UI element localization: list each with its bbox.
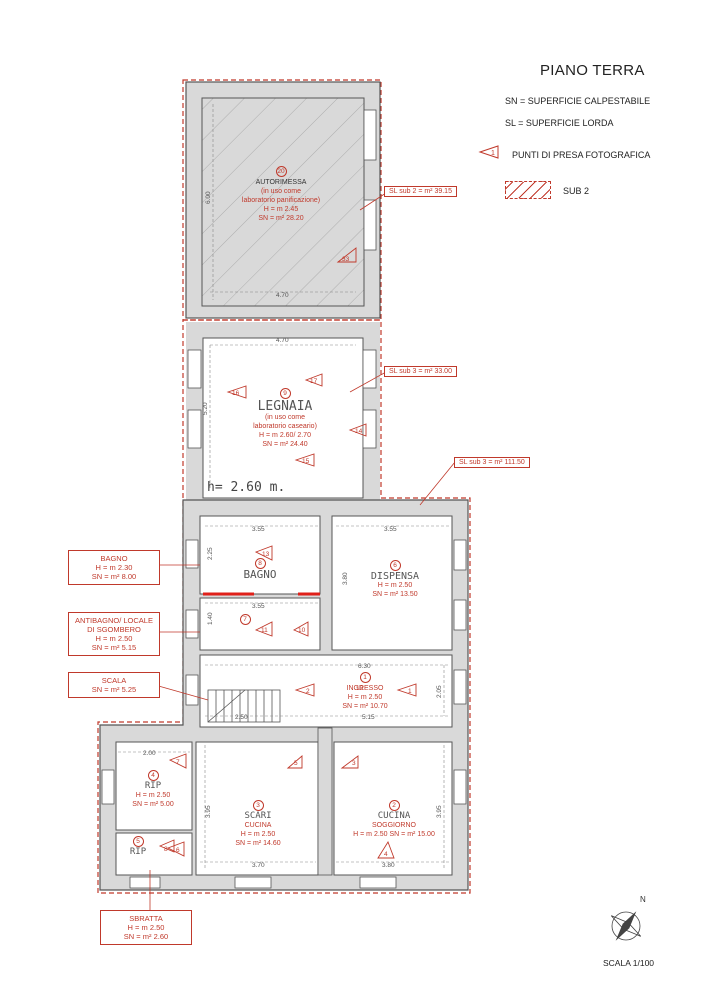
- photo-point-15: 15: [302, 458, 310, 465]
- photo-point-6: 6: [176, 847, 180, 854]
- legend-sub2: SUB 2: [563, 186, 590, 196]
- legnaia-room: [186, 322, 380, 500]
- dim-bagno-h: 2.25: [207, 547, 214, 560]
- room-ingresso: 1 INGRESSO H = m 2.50 SN = m² 10.70: [342, 672, 388, 710]
- photo-points: [158, 247, 417, 859]
- compass-icon: N: [610, 895, 646, 941]
- room-soggiorno: 2 CUCINA SOGGIORNO H = m 2.50 SN = m² 15…: [353, 800, 435, 838]
- dim-sogg-h: 3.95: [436, 805, 443, 818]
- photo-point-16: 16: [232, 390, 240, 397]
- photo-point-33: 33: [342, 256, 350, 263]
- photo-point-12: 12: [356, 685, 364, 692]
- dim-ingr-h: 2.05: [436, 685, 443, 698]
- photo-point-2: 2: [306, 688, 310, 695]
- photo-point-17: 17: [310, 378, 318, 385]
- photo-point-13: 13: [262, 551, 270, 558]
- dim-disp-w: 3.55: [384, 526, 397, 533]
- dim-ingr-w2: 5.15: [362, 714, 375, 721]
- dimension-lines: [118, 104, 450, 870]
- svg-text:1: 1: [491, 150, 495, 157]
- compass-label: N: [640, 895, 646, 904]
- room-cucina: 3 SCARI CUCINA H = m 2.50 SN = m² 14.60: [235, 800, 281, 847]
- dim-auto-h: 6.00: [205, 191, 212, 204]
- dim-rip-w: 2.00: [143, 750, 156, 757]
- dim-sogg-w: 3.80: [382, 862, 395, 869]
- room-rip: 4 RIP H = m 2.50 SN = m² 5.00: [132, 770, 174, 808]
- main-block-walls: [99, 499, 469, 891]
- dim-leg-w: 4.70: [276, 337, 289, 344]
- legnaia-hand-height: h= 2.60 m.: [207, 480, 286, 495]
- dim-auto-w: 4.70: [276, 292, 289, 299]
- dim-bagno-w: 3.55: [252, 526, 265, 533]
- dim-cuc-h: 3.95: [205, 805, 212, 818]
- dim-disp-h: 3.80: [342, 572, 349, 585]
- autorimessa-room: [185, 81, 381, 319]
- legend-sn: SN = SUPERFICIE CALPESTABILE: [505, 96, 651, 106]
- photo-point-11: 11: [261, 627, 268, 634]
- photo-point-4: 4: [384, 851, 388, 858]
- sl-sub3a-tag: SL sub 3 = m² 33.00: [384, 366, 457, 377]
- photo-point-5: 5: [294, 760, 298, 767]
- sl-sub2-tag: SL sub 2 = m² 39.15: [384, 186, 457, 197]
- photo-point-10: 10: [298, 627, 306, 634]
- page-title: PIANO TERRA: [540, 62, 645, 79]
- photo-point-3: 3: [352, 760, 356, 767]
- callout-leaders: [149, 192, 456, 910]
- room-bagno: 8 BAGNO: [243, 558, 277, 581]
- photo-point-14: 14: [355, 428, 363, 435]
- photo-point-1: 1: [408, 688, 412, 695]
- photo-point-7: 7: [176, 759, 180, 766]
- room-autorimessa: 20 AUTORIMESSA (in uso come laboratorio …: [241, 166, 321, 222]
- callout-bagno: BAGNO H = m 2.30 SN = m² 8.00: [68, 550, 160, 585]
- scale-label: SCALA 1/100: [603, 958, 655, 968]
- callout-antibagno: ANTIBAGNO/ LOCALE DI SGOMBERO H = m 2.50…: [68, 612, 160, 656]
- sub3-outline: [97, 319, 471, 894]
- photo-point-legend-icon: 1: [478, 145, 499, 159]
- room-legnaia: 9 LEGNAIA (in uso come laboratorio casea…: [253, 388, 317, 448]
- dim-leg-h: 5.20: [202, 402, 209, 415]
- photo-point-8: 8: [164, 846, 168, 853]
- room-dispensa: 6 DISPENSA H = m 2.50 SN = m² 13.50: [370, 560, 420, 598]
- callout-sbratta: SBRATTA H = m 2.50 SN = m² 2.60: [100, 910, 192, 945]
- dim-ingr-w: 6.30: [358, 663, 371, 670]
- sl-sub3b-tag: SL sub 3 = m² 111.50: [454, 457, 530, 468]
- sub2-swatch: [505, 181, 551, 199]
- legend-photo: PUNTI DI PRESA FOTOGRAFICA: [512, 150, 651, 160]
- legend-sl: SL = SUPERFICIE LORDA: [505, 118, 614, 128]
- dim-cuc-w: 3.70: [252, 862, 265, 869]
- dim-anti-w: 3.55: [252, 603, 265, 610]
- room-antibagno: 7: [238, 614, 252, 626]
- dim-anti-h: 1.40: [207, 612, 214, 625]
- dim-scala-w: 2.50: [235, 714, 248, 721]
- callout-scala: SCALA SN = m² 5.25: [68, 672, 160, 698]
- room-sbratta: 5 RIP: [129, 836, 147, 857]
